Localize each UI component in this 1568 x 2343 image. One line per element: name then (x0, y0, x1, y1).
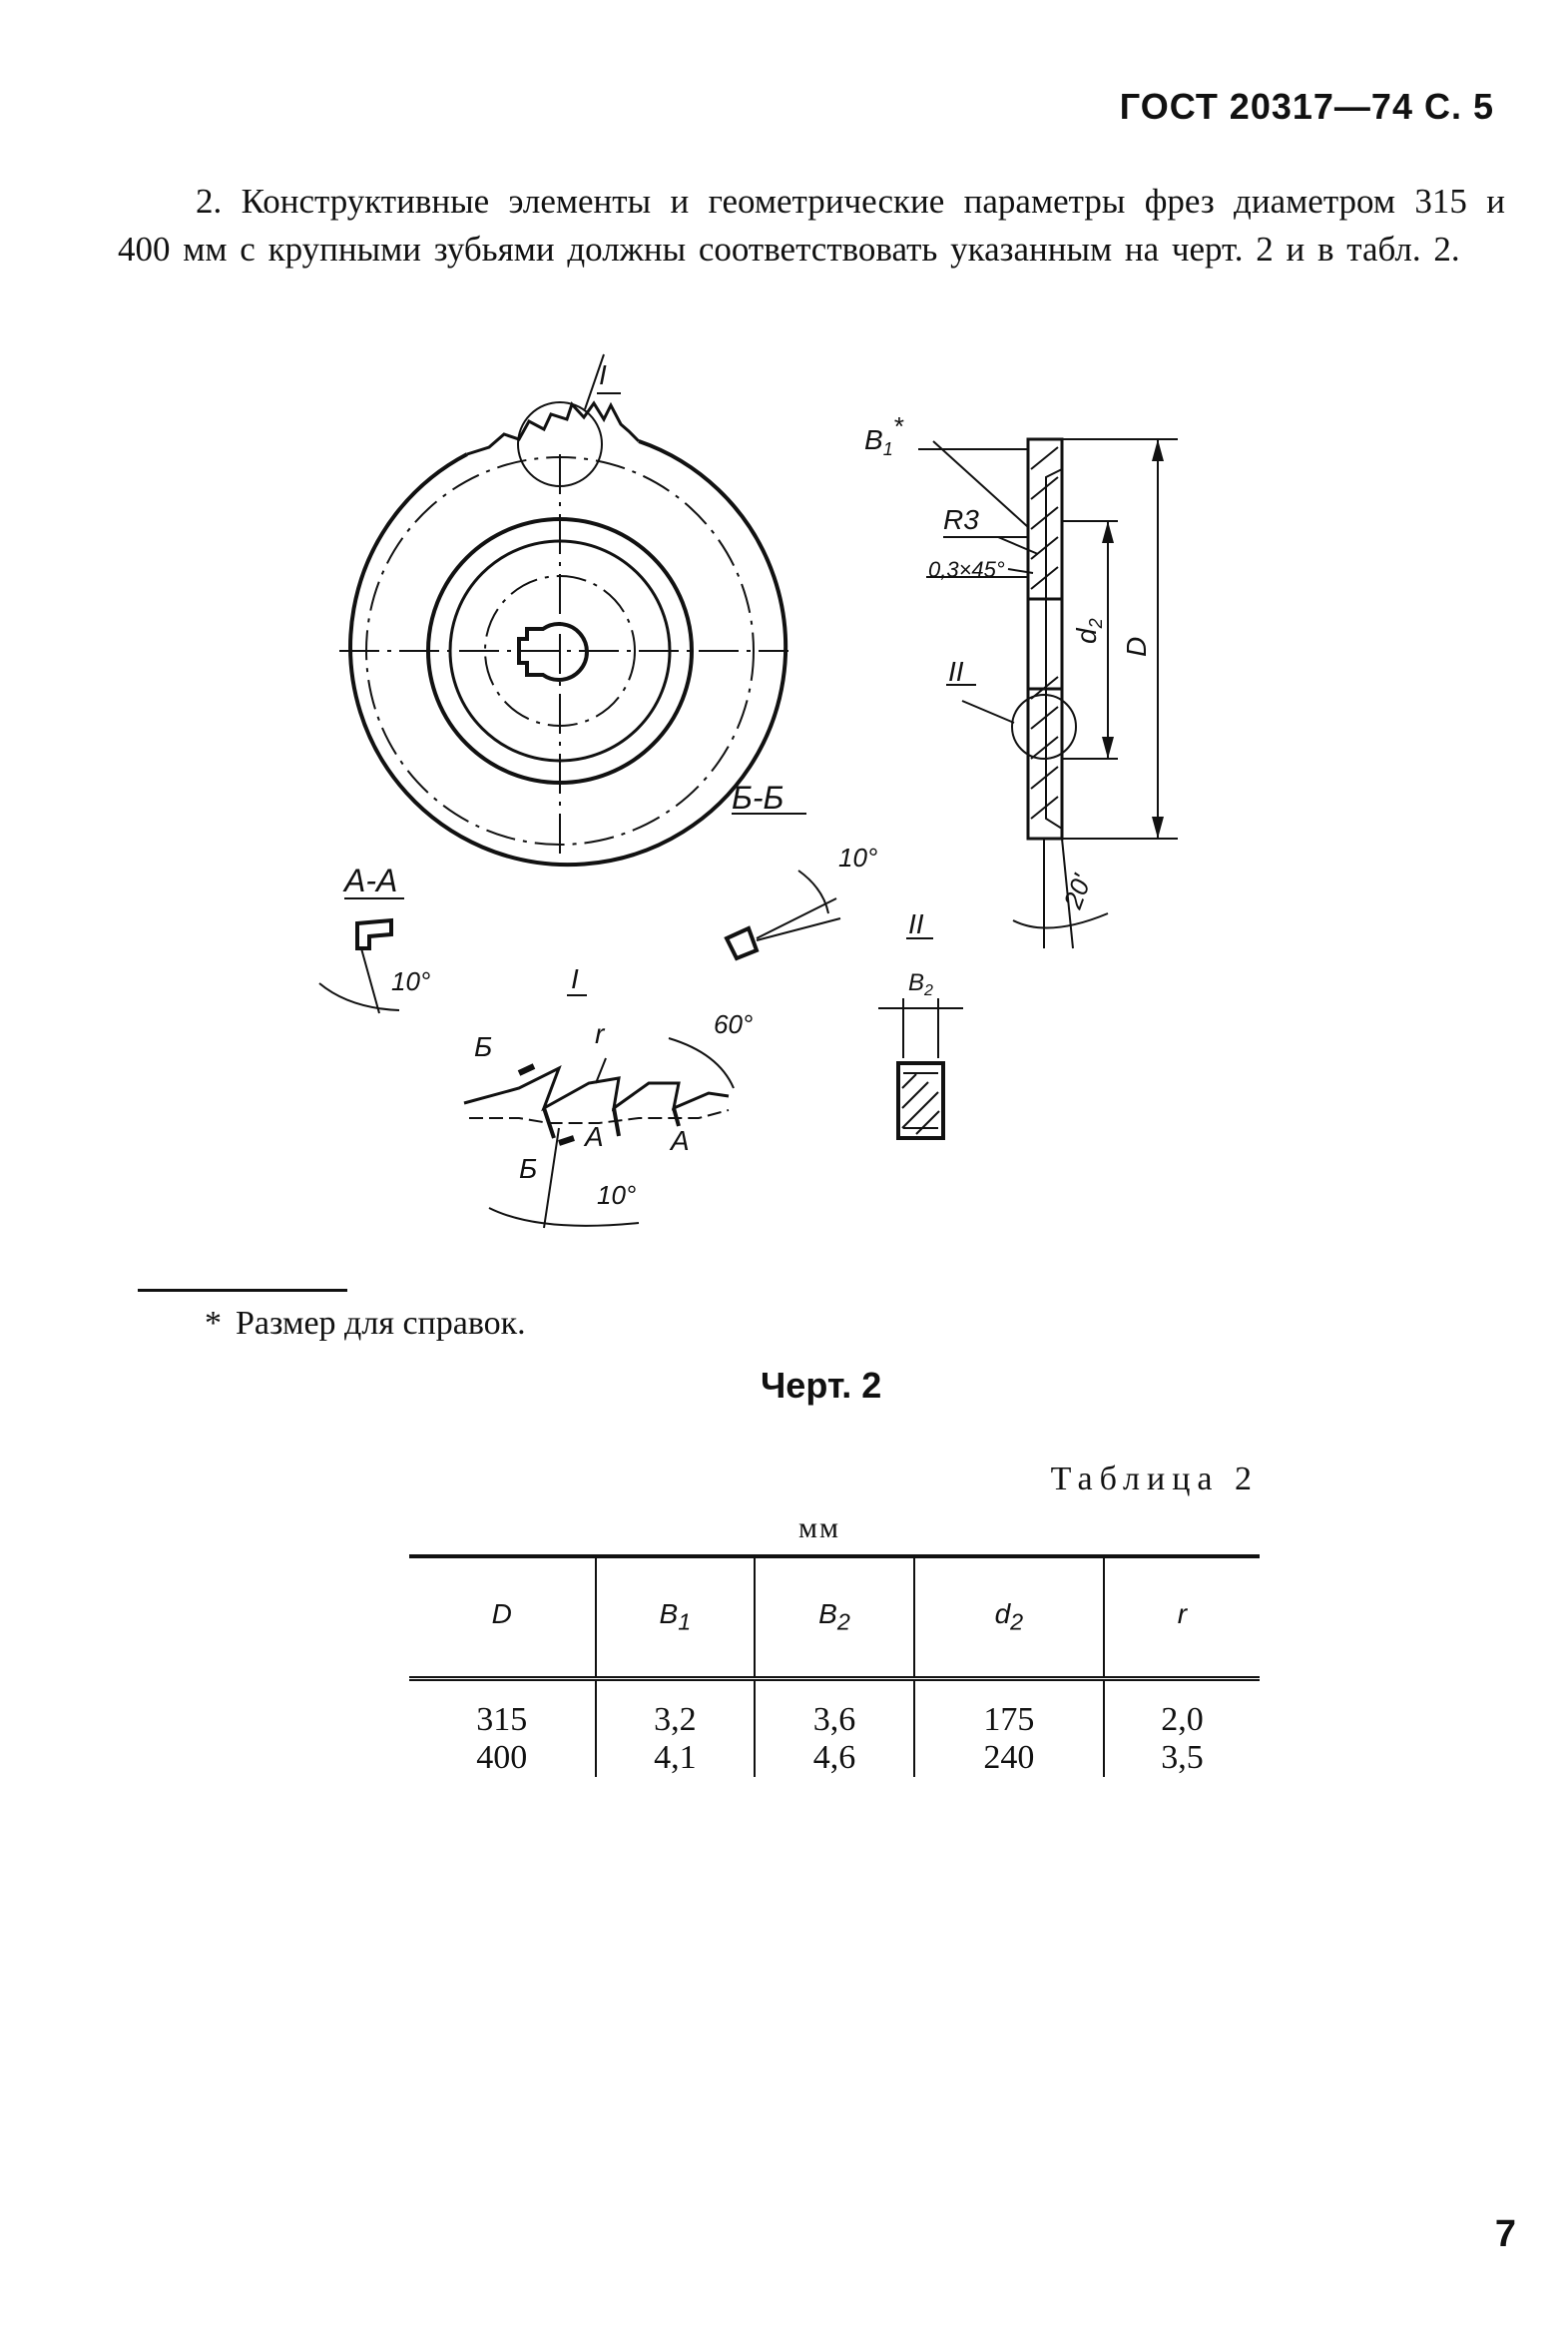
header-d2: d2 (912, 1556, 1104, 1681)
table-header-row: D B1 B2 d2 r (409, 1556, 1260, 1681)
header-B1: B1 (594, 1556, 756, 1681)
table-row: 400 4,1 4,6 240 3,5 (409, 1739, 1260, 1777)
label-r: r (595, 1018, 606, 1049)
drawing-labels: I B1* R3 0,3×45° d2 D II 20' Б-Б 10° А-А… (342, 359, 1152, 1210)
label-angle-10-bb: 10° (838, 843, 877, 873)
label-angle-60: 60° (714, 1009, 753, 1039)
page-number: 7 (1494, 2213, 1516, 2255)
section-aa (318, 897, 404, 1014)
label-r3: R3 (943, 504, 979, 535)
table-unit: мм (798, 1511, 840, 1544)
label-angle-20: 20' (1057, 870, 1097, 913)
figure-caption: Черт. 2 (761, 1365, 882, 1406)
header-r: r (1102, 1556, 1260, 1681)
table-cell: 3,5 (1102, 1739, 1260, 1777)
footnote: * Размер для справок. (205, 1305, 526, 1343)
teeth-top (466, 400, 641, 456)
label-section-aa: А-А (342, 863, 397, 898)
section-paragraph: 2. Конструктивные элементы и геометричес… (118, 182, 1505, 269)
header-B2: B2 (754, 1556, 914, 1681)
table-cell: 315 (476, 1701, 528, 1738)
table-cell: 2,0 (1102, 1678, 1260, 1739)
label-angle-10-bottom: 10° (597, 1180, 636, 1210)
table-cell: 400 (476, 1739, 528, 1776)
table-cell: 240 (912, 1739, 1104, 1777)
table-caption: Таблица 2 (1050, 1461, 1259, 1497)
footnote-rule (138, 1289, 347, 1292)
detail-i (463, 994, 735, 1229)
page-header: ГОСТ 20317—74 С. 5 (1119, 86, 1494, 127)
label-a-left: А (583, 1121, 604, 1152)
table-cell: 3,6 (754, 1678, 914, 1739)
table-cell: 4,6 (754, 1739, 914, 1777)
label-detail-ii: II (908, 908, 924, 939)
label-chamfer: 0,3×45° (928, 557, 1005, 582)
label-b-bottom: Б (519, 1153, 537, 1184)
side-view (918, 437, 1178, 949)
technical-drawing: I B1* R3 0,3×45° d2 D II 20' Б-Б 10° А-А… (318, 353, 1178, 1229)
spec-table: D B1 B2 d2 r 315 3,2 3,6 175 2,0 400 4,1… (409, 1554, 1260, 1777)
table-cell: 3,2 (594, 1678, 756, 1739)
label-b2: B2 (908, 969, 933, 999)
label-view-ii: II (948, 656, 964, 687)
header-D: D (409, 1556, 596, 1681)
label-detail-i: I (571, 963, 579, 994)
table-cell: 175 (912, 1678, 1104, 1739)
section-bb (724, 813, 841, 961)
label-d2: d2 (1071, 618, 1106, 644)
table-row: 315 3,2 3,6 175 2,0 (409, 1678, 1260, 1739)
bore-keyway (517, 622, 589, 682)
label-a-right: А (669, 1125, 690, 1156)
main-view (339, 353, 788, 868)
label-view-i: I (599, 359, 607, 390)
table-cell: 4,1 (594, 1739, 756, 1777)
label-angle-10-aa: 10° (391, 966, 430, 996)
label-D: D (1121, 637, 1152, 657)
label-b-top: Б (474, 1031, 492, 1062)
label-section-bb: Б-Б (732, 780, 784, 816)
detail-ii (878, 937, 963, 1140)
footnote-mark: * (205, 1305, 222, 1342)
label-b1: B1* (864, 411, 904, 459)
footnote-text: Размер для справок. (236, 1305, 526, 1342)
